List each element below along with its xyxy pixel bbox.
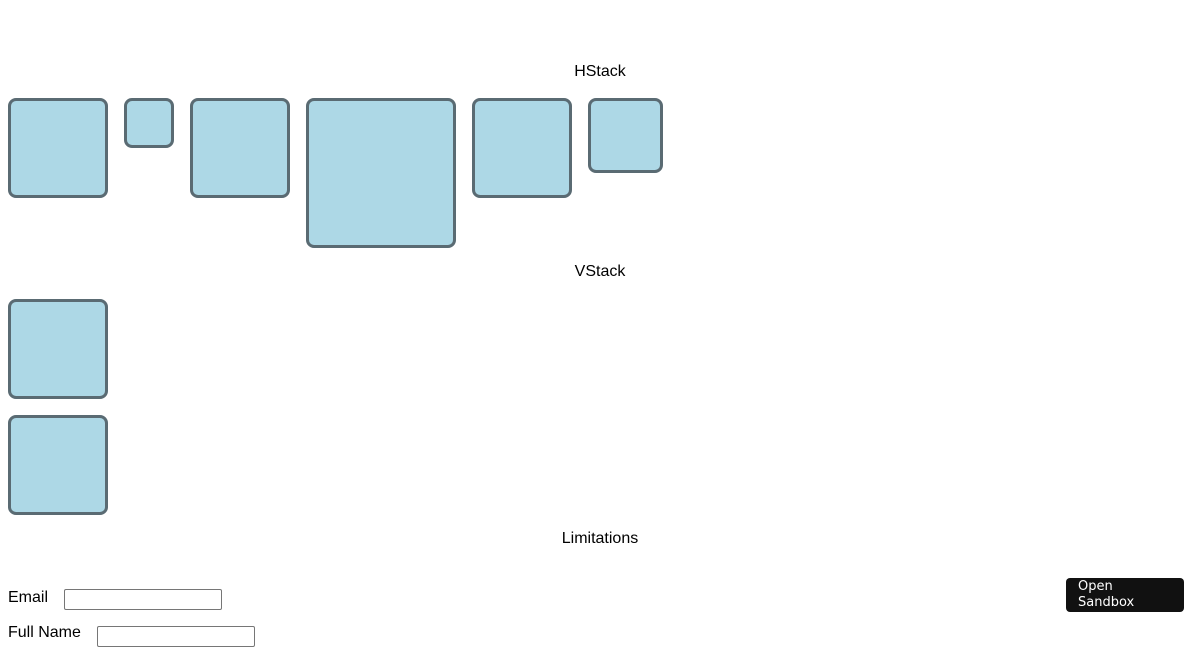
hstack-box-4 bbox=[306, 98, 456, 248]
email-label: Email bbox=[8, 589, 49, 606]
vstack-box-1 bbox=[8, 299, 108, 399]
full-name-input[interactable] bbox=[97, 626, 255, 647]
limitations-heading: Limitations bbox=[561, 530, 639, 547]
open-sandbox-button[interactable]: Open Sandbox bbox=[1066, 578, 1184, 612]
hstack-box-6 bbox=[588, 98, 663, 173]
vstack-heading: VStack bbox=[574, 263, 626, 280]
vstack-box-2 bbox=[8, 415, 108, 515]
full-name-label: Full Name bbox=[8, 624, 81, 641]
hstack-box-3 bbox=[190, 98, 290, 198]
hstack-box-1 bbox=[8, 98, 108, 198]
hstack-box-5 bbox=[472, 98, 572, 198]
hstack-heading: HStack bbox=[574, 63, 626, 80]
email-input[interactable] bbox=[64, 589, 222, 610]
hstack-box-2 bbox=[124, 98, 174, 148]
